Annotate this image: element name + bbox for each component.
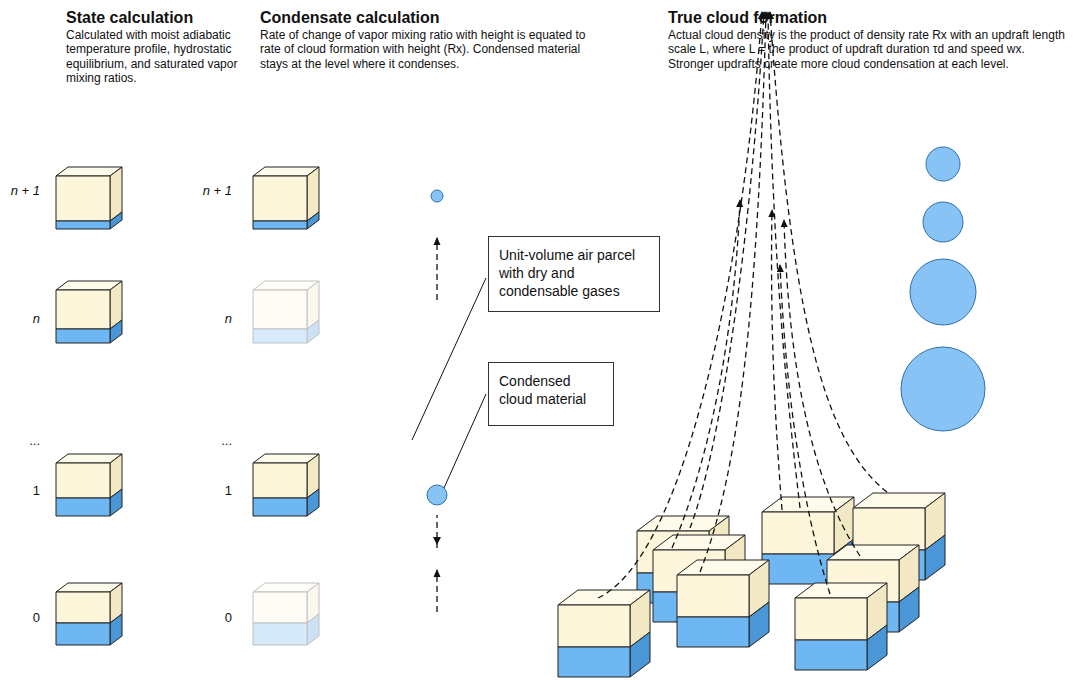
cloud-droplet: [910, 259, 976, 325]
air-parcel-cube: [56, 583, 122, 645]
cube-face: [56, 463, 110, 498]
air-parcel-cube: [253, 583, 319, 645]
callout-box: Unit-volume air parcel with dry and cond…: [488, 236, 660, 312]
cube-face: [253, 329, 307, 343]
column-description: Actual cloud density is the product of d…: [668, 28, 1066, 71]
row-label: n + 1: [192, 183, 232, 199]
cube-face: [110, 212, 122, 229]
updraft-arrow: [436, 238, 437, 300]
cube-face: [677, 575, 749, 617]
cube-face: [56, 221, 110, 229]
cube-face: [56, 592, 110, 623]
cube-face: [56, 329, 110, 343]
cube-face: [253, 176, 307, 221]
cube-face: [56, 623, 110, 645]
updraft-arrow: [784, 220, 860, 556]
cube-face: [56, 176, 110, 221]
cube-face: [253, 592, 307, 623]
row-label: 0: [0, 610, 40, 626]
row-label: n + 1: [0, 183, 40, 199]
row-label: 0: [192, 610, 232, 626]
cube-face: [749, 602, 769, 647]
cube-face: [630, 632, 650, 677]
air-parcel-cube: [56, 167, 122, 229]
cube-face: [558, 647, 630, 677]
updraft-arrow: [772, 210, 782, 510]
air-parcel-cube: [253, 281, 319, 343]
air-parcel-cube: [253, 167, 319, 229]
cube-face: [56, 498, 110, 516]
cloud-droplet: [926, 147, 960, 181]
air-parcel-cube: [677, 560, 769, 647]
cube-face: [899, 587, 919, 632]
updraft-arrow: [672, 200, 740, 548]
updraft-arrow: [436, 570, 437, 612]
updraft-arrow: [700, 12, 766, 572]
air-parcel-cube: [56, 454, 122, 516]
leader-line: [444, 394, 486, 488]
row-label: n: [0, 311, 40, 327]
row-label: 1: [0, 483, 40, 499]
cube-face: [762, 554, 834, 584]
cube-face: [110, 614, 122, 645]
cube-face: [762, 512, 834, 554]
air-parcel-cube: [558, 590, 650, 677]
cloud-droplet: [431, 190, 443, 202]
cube-face: [253, 221, 307, 229]
callout-text: Unit-volume air parcel with dry and cond…: [499, 246, 649, 301]
cube-face: [307, 320, 319, 343]
cube-face: [253, 463, 307, 498]
air-parcel-cube: [56, 281, 122, 343]
cube-face: [853, 508, 925, 550]
air-parcel-cube: [795, 583, 887, 670]
leader-line: [412, 278, 486, 440]
row-label: ...: [0, 433, 40, 449]
cloud-droplet: [901, 347, 985, 431]
cube-face: [307, 489, 319, 516]
cube-face: [110, 320, 122, 343]
row-label: ...: [192, 433, 232, 449]
cube-face: [253, 623, 307, 645]
column-description: Rate of change of vapor mixing ratio wit…: [260, 28, 590, 71]
cube-face: [110, 489, 122, 516]
cloud-droplet: [923, 202, 963, 242]
cube-face: [307, 212, 319, 229]
column-heading: True cloud formation: [668, 8, 968, 27]
cube-face: [795, 598, 867, 640]
cube-face: [925, 535, 945, 580]
row-label: n: [192, 311, 232, 327]
cube-face: [56, 290, 110, 329]
row-label: 1: [192, 483, 232, 499]
cube-face: [253, 498, 307, 516]
callout-text: Condensed cloud material: [499, 372, 603, 408]
callout-box: Condensed cloud material: [488, 362, 614, 426]
air-parcel-cube: [253, 454, 319, 516]
cube-face: [253, 290, 307, 329]
column-description: Calculated with moist adiabatic temperat…: [66, 28, 256, 86]
cube-face: [677, 617, 749, 647]
arrow-head: [433, 537, 441, 545]
updraft-arrow: [690, 12, 764, 528]
updraft-arrow: [770, 12, 887, 492]
cube-face: [307, 614, 319, 645]
column-heading: Condensate calculation: [260, 8, 560, 27]
cube-face: [867, 625, 887, 670]
cube-face: [558, 605, 630, 647]
updraft-arrow: [780, 265, 830, 594]
cube-face: [795, 640, 867, 670]
